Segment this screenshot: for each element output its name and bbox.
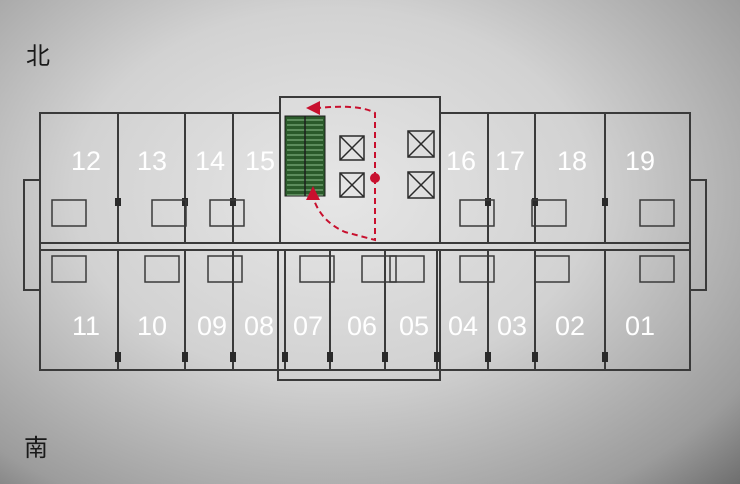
column — [230, 352, 236, 362]
column — [115, 198, 121, 206]
column — [327, 352, 333, 362]
compass-south: 南 — [24, 434, 48, 462]
unit-label-11: 11 — [72, 311, 100, 341]
stairs-icon — [284, 115, 326, 197]
bathroom — [207, 255, 243, 283]
column — [485, 198, 491, 206]
unit-label-08: 08 — [244, 311, 274, 341]
bathroom — [299, 255, 335, 283]
column — [485, 352, 491, 362]
unit-dividers — [115, 113, 608, 370]
unit-label-02: 02 — [555, 311, 585, 341]
unit-label-19: 19 — [625, 146, 655, 176]
bathroom — [51, 199, 87, 227]
bathroom — [459, 255, 495, 283]
bathroom — [639, 199, 675, 227]
unit-label-13: 13 — [137, 146, 167, 176]
south-wing — [39, 249, 691, 371]
compass-north: 北 — [26, 42, 50, 70]
north-east-wing — [439, 112, 691, 244]
bathroom — [389, 255, 425, 283]
bathroom — [534, 255, 570, 283]
unit-label-04: 04 — [448, 311, 478, 341]
bathroom — [151, 199, 187, 227]
bathroom — [531, 199, 567, 227]
bathroom — [639, 255, 675, 283]
column — [382, 352, 388, 362]
unit-label-15: 15 — [245, 146, 275, 176]
column — [602, 352, 608, 362]
unit-label-18: 18 — [557, 146, 587, 176]
bathroom — [459, 199, 495, 227]
unit-label-07: 07 — [293, 311, 323, 341]
column — [230, 198, 236, 206]
building-walls — [23, 96, 707, 381]
unit-label-05: 05 — [399, 311, 429, 341]
column — [602, 198, 608, 206]
unit-label-12: 12 — [71, 146, 101, 176]
east-balcony — [689, 179, 707, 291]
column — [434, 352, 440, 362]
arrow-icon — [306, 101, 380, 242]
north-unit-labels: 12 13 14 15 16 17 18 19 — [71, 146, 655, 176]
west-balcony — [23, 179, 41, 291]
unit-label-10: 10 — [137, 311, 167, 341]
unit-label-06: 06 — [347, 311, 377, 341]
unit-label-17: 17 — [495, 146, 525, 176]
column — [115, 352, 121, 362]
unit-label-03: 03 — [497, 311, 527, 341]
bathroom — [361, 255, 397, 283]
bathroom — [51, 255, 87, 283]
column — [182, 352, 188, 362]
unit-label-09: 09 — [197, 311, 227, 341]
column — [282, 352, 288, 362]
bathroom-fixtures — [51, 199, 675, 283]
bathroom — [144, 255, 180, 283]
column — [532, 352, 538, 362]
elevator-icon — [339, 130, 435, 199]
column — [532, 198, 538, 206]
bathroom — [209, 199, 245, 227]
south-unit-labels: 11 10 09 08 07 06 05 04 03 02 01 — [72, 311, 655, 341]
unit-label-01: 01 — [625, 311, 655, 341]
unit-label-16: 16 — [446, 146, 476, 176]
column — [182, 198, 188, 206]
unit-label-14: 14 — [195, 146, 225, 176]
